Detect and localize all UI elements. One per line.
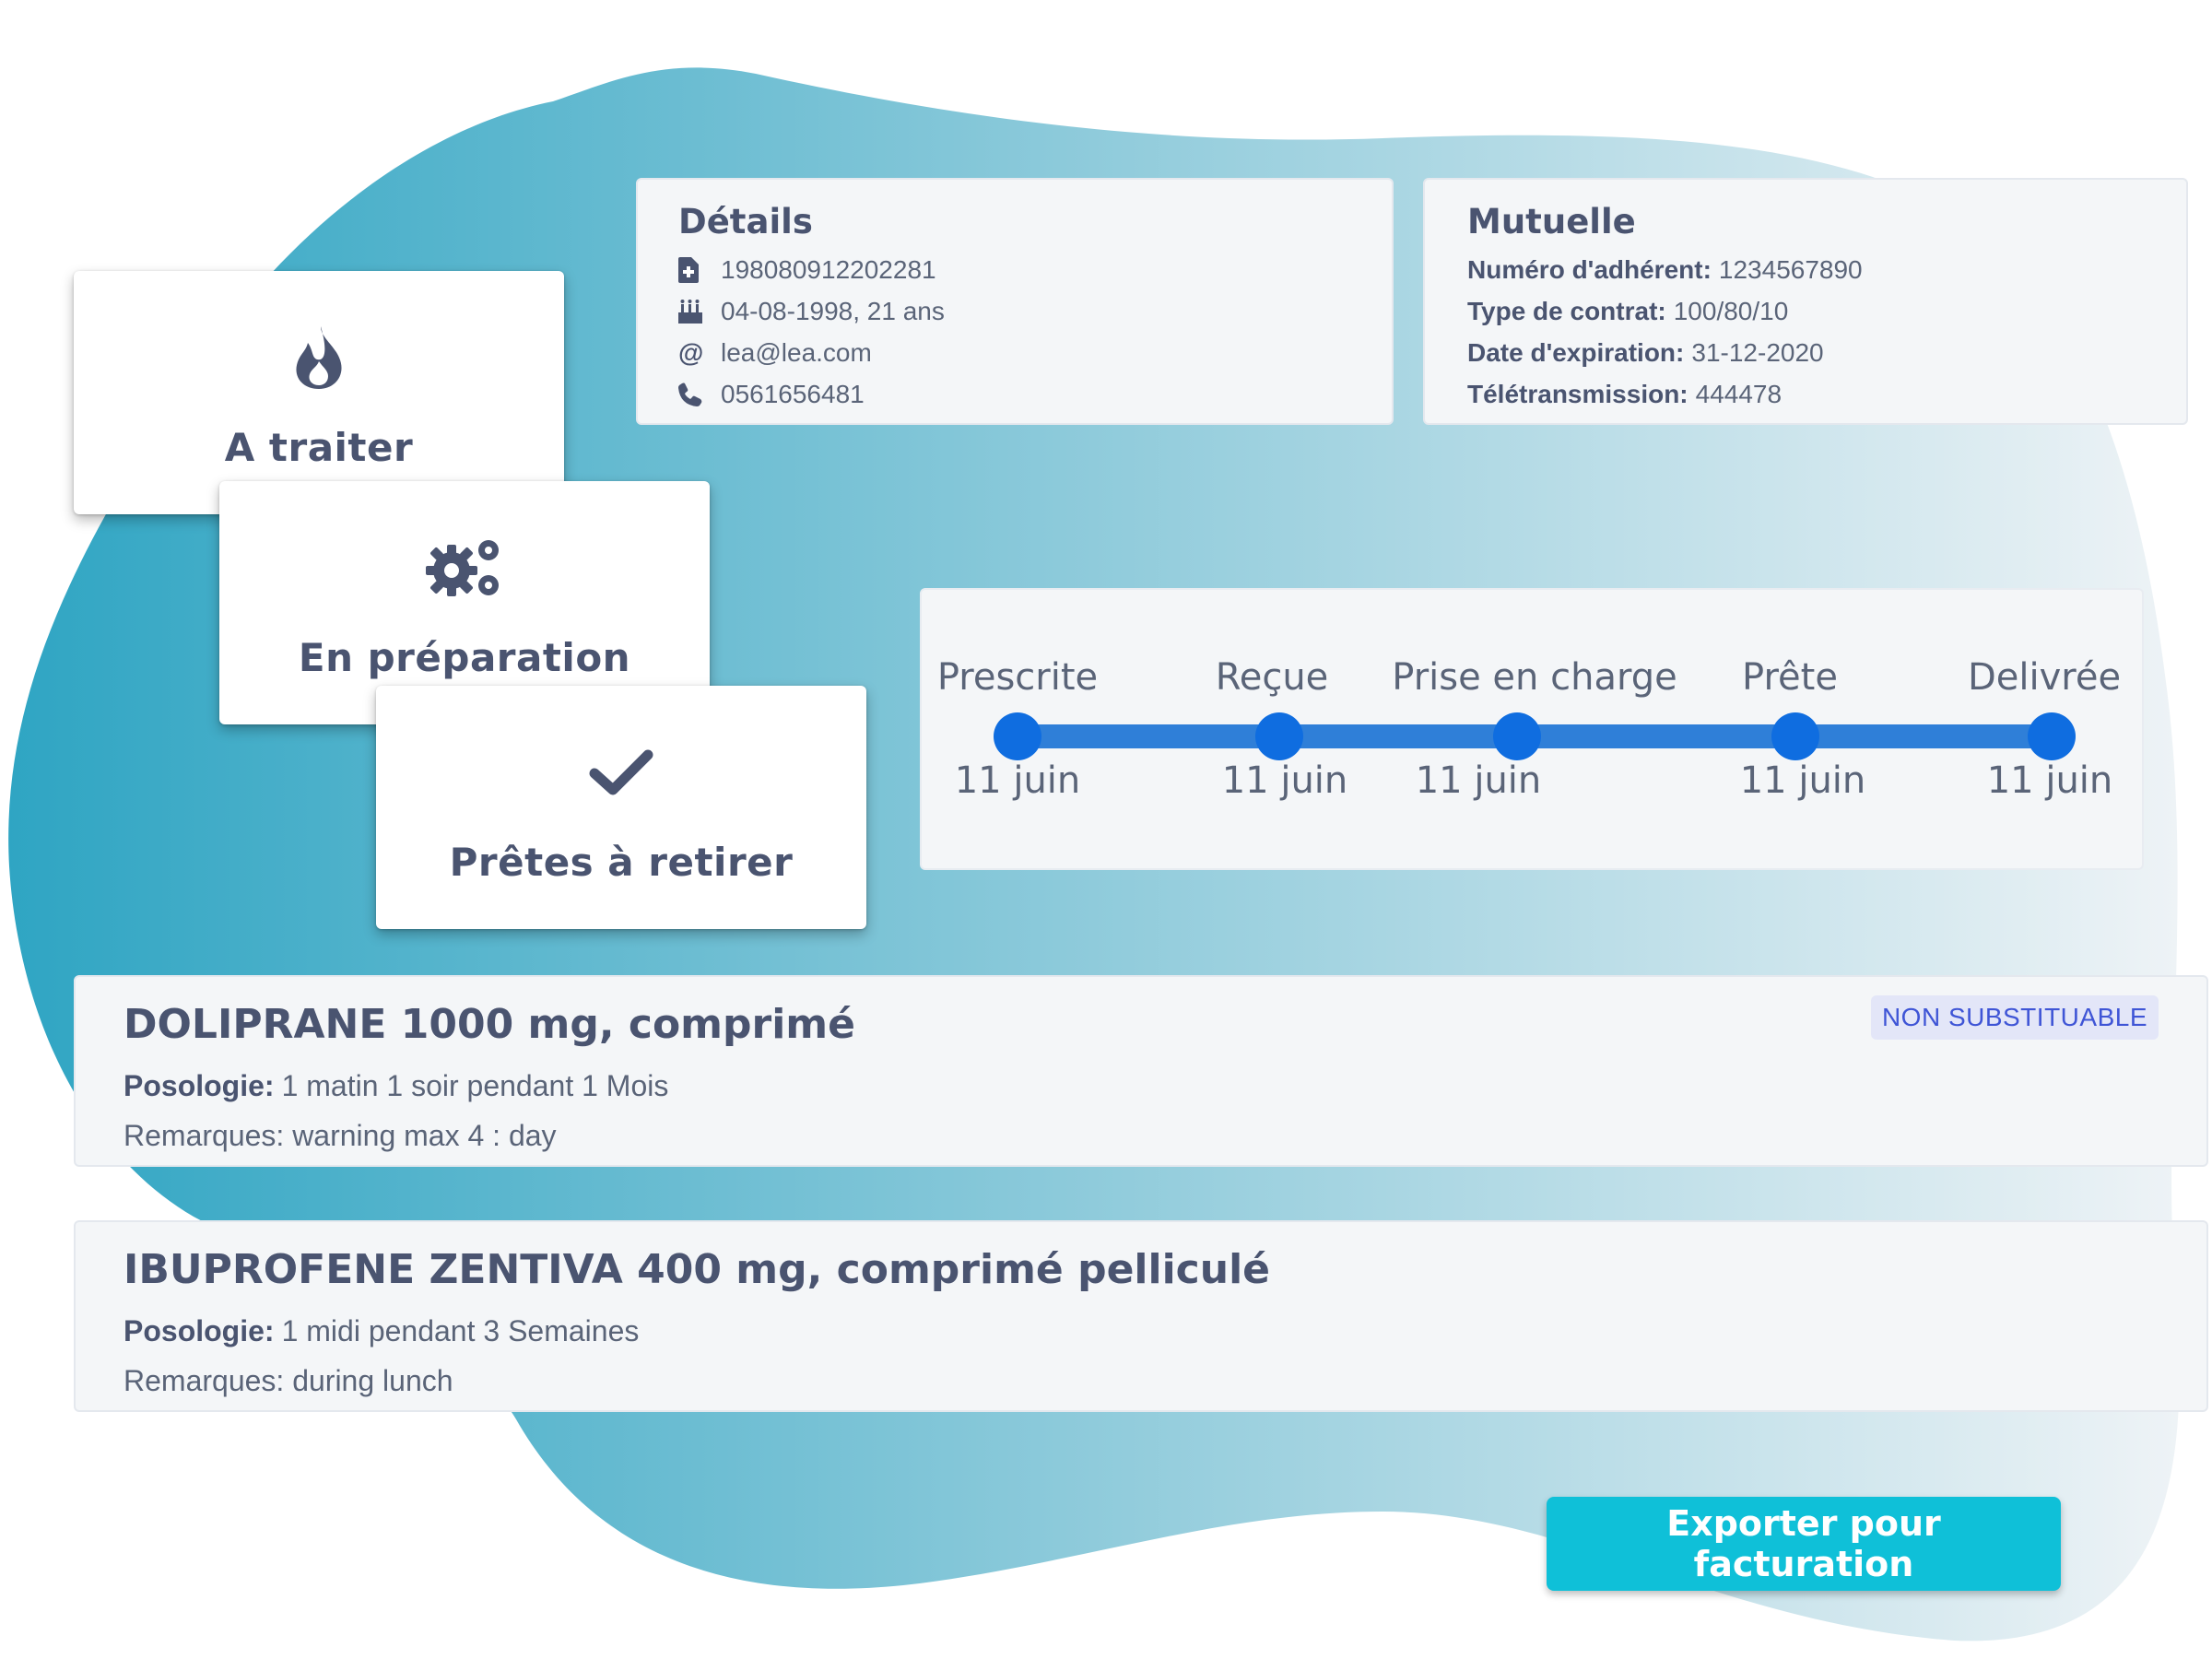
status-card-pretes-a-retirer[interactable]: Prêtes à retirer — [376, 686, 866, 929]
file-medical-icon — [678, 256, 721, 283]
status-card-a-traiter[interactable]: A traiter — [74, 271, 564, 514]
medication-name: IBUPROFENE ZENTIVA 400 mg, comprimé pell… — [124, 1246, 1270, 1293]
mutuelle-label: Date d'expiration: — [1467, 337, 1685, 367]
mutuelle-value: 31-12-2020 — [1691, 337, 1824, 367]
timeline-date-delivree: 11 juin — [1986, 759, 2113, 802]
medication-card[interactable]: DOLIPRANE 1000 mg, comprimé Posologie: 1… — [74, 975, 2208, 1167]
export-billing-button[interactable]: Exporter pour facturation — [1547, 1497, 2061, 1591]
gears-icon — [426, 526, 503, 609]
mutuelle-row-contrat: Type de contrat: 100/80/10 — [1467, 290, 2186, 332]
details-panel: Détails 198080912202281 04-08-1998, 21 a… — [636, 178, 1394, 425]
mutuelle-row-teletransmission: Télétransmission: 444478 — [1467, 373, 2186, 415]
timeline-label-prete: Prête — [1742, 656, 1838, 699]
timeline-date-prescrite: 11 juin — [954, 759, 1081, 802]
at-icon: @ — [678, 337, 704, 367]
posologie-label: Posologie: — [124, 1313, 275, 1347]
timeline-label-recue: Reçue — [1215, 656, 1329, 699]
mutuelle-value: 1234567890 — [1718, 254, 1863, 284]
detail-birthdate-value: 04-08-1998, 21 ans — [721, 296, 945, 325]
timeline-dot-recue[interactable] — [1255, 712, 1303, 760]
timeline-date-prete: 11 juin — [1739, 759, 1866, 802]
timeline-dot-prise-en-charge[interactable] — [1493, 712, 1541, 760]
detail-social-security-value: 198080912202281 — [721, 254, 936, 284]
timeline-date-recue: 11 juin — [1221, 759, 1348, 802]
timeline-dot-prete[interactable] — [1771, 712, 1819, 760]
posologie-value: 1 midi pendant 3 Semaines — [281, 1313, 640, 1347]
posologie-value: 1 matin 1 soir pendant 1 Mois — [281, 1068, 669, 1102]
phone-icon — [678, 382, 721, 406]
medication-name: DOLIPRANE 1000 mg, comprimé — [124, 1001, 855, 1048]
detail-phone: 0561656481 — [678, 373, 1392, 415]
status-label-a-traiter: A traiter — [224, 424, 414, 470]
detail-email-value[interactable]: lea@lea.com — [721, 337, 872, 367]
check-icon — [589, 731, 653, 814]
medication-remarques: Remarques: during lunch — [124, 1363, 453, 1397]
timeline-dot-delivree[interactable] — [2028, 712, 2076, 760]
status-label-en-preparation: En préparation — [298, 634, 631, 680]
mutuelle-label: Télétransmission: — [1467, 379, 1688, 408]
timeline-dot-prescrite[interactable] — [994, 712, 1041, 760]
posologie-label: Posologie: — [124, 1068, 275, 1102]
birthday-cake-icon — [678, 299, 721, 324]
medication-posologie: Posologie: 1 midi pendant 3 Semaines — [124, 1306, 2206, 1356]
medication-remarques: Remarques: warning max 4 : day — [124, 1118, 557, 1152]
fire-icon — [293, 316, 345, 399]
status-label-pretes-a-retirer: Prêtes à retirer — [449, 839, 794, 885]
timeline-panel: Prescrite 11 juin Reçue 11 juin Prise en… — [920, 588, 2144, 870]
mutuelle-value: 444478 — [1695, 379, 1783, 408]
non-substituable-badge: NON SUBSTITUABLE — [1870, 995, 2159, 1040]
medication-posologie: Posologie: 1 matin 1 soir pendant 1 Mois — [124, 1061, 2206, 1111]
mutuelle-title: Mutuelle — [1467, 202, 1636, 241]
timeline-label-delivree: Delivrée — [1967, 656, 2122, 699]
medication-card[interactable]: IBUPROFENE ZENTIVA 400 mg, comprimé pell… — [74, 1220, 2208, 1412]
mutuelle-row-adherent: Numéro d'adhérent: 1234567890 — [1467, 249, 2186, 290]
timeline-label-prescrite: Prescrite — [936, 656, 1099, 699]
mutuelle-label: Numéro d'adhérent: — [1467, 254, 1712, 284]
timeline-date-prise-en-charge: 11 juin — [1415, 759, 1542, 802]
status-card-en-preparation[interactable]: En préparation — [219, 481, 710, 724]
detail-email: @ lea@lea.com — [678, 332, 1392, 373]
detail-birthdate: 04-08-1998, 21 ans — [678, 290, 1392, 332]
timeline-label-prise-en-charge: Prise en charge — [1392, 656, 1677, 699]
mutuelle-row-expiration: Date d'expiration: 31-12-2020 — [1467, 332, 2186, 373]
detail-phone-value[interactable]: 0561656481 — [721, 379, 865, 408]
mutuelle-panel: Mutuelle Numéro d'adhérent: 1234567890 T… — [1423, 178, 2188, 425]
mutuelle-value: 100/80/10 — [1673, 296, 1789, 325]
details-title: Détails — [678, 202, 813, 241]
mutuelle-label: Type de contrat: — [1467, 296, 1666, 325]
detail-social-security: 198080912202281 — [678, 249, 1392, 290]
